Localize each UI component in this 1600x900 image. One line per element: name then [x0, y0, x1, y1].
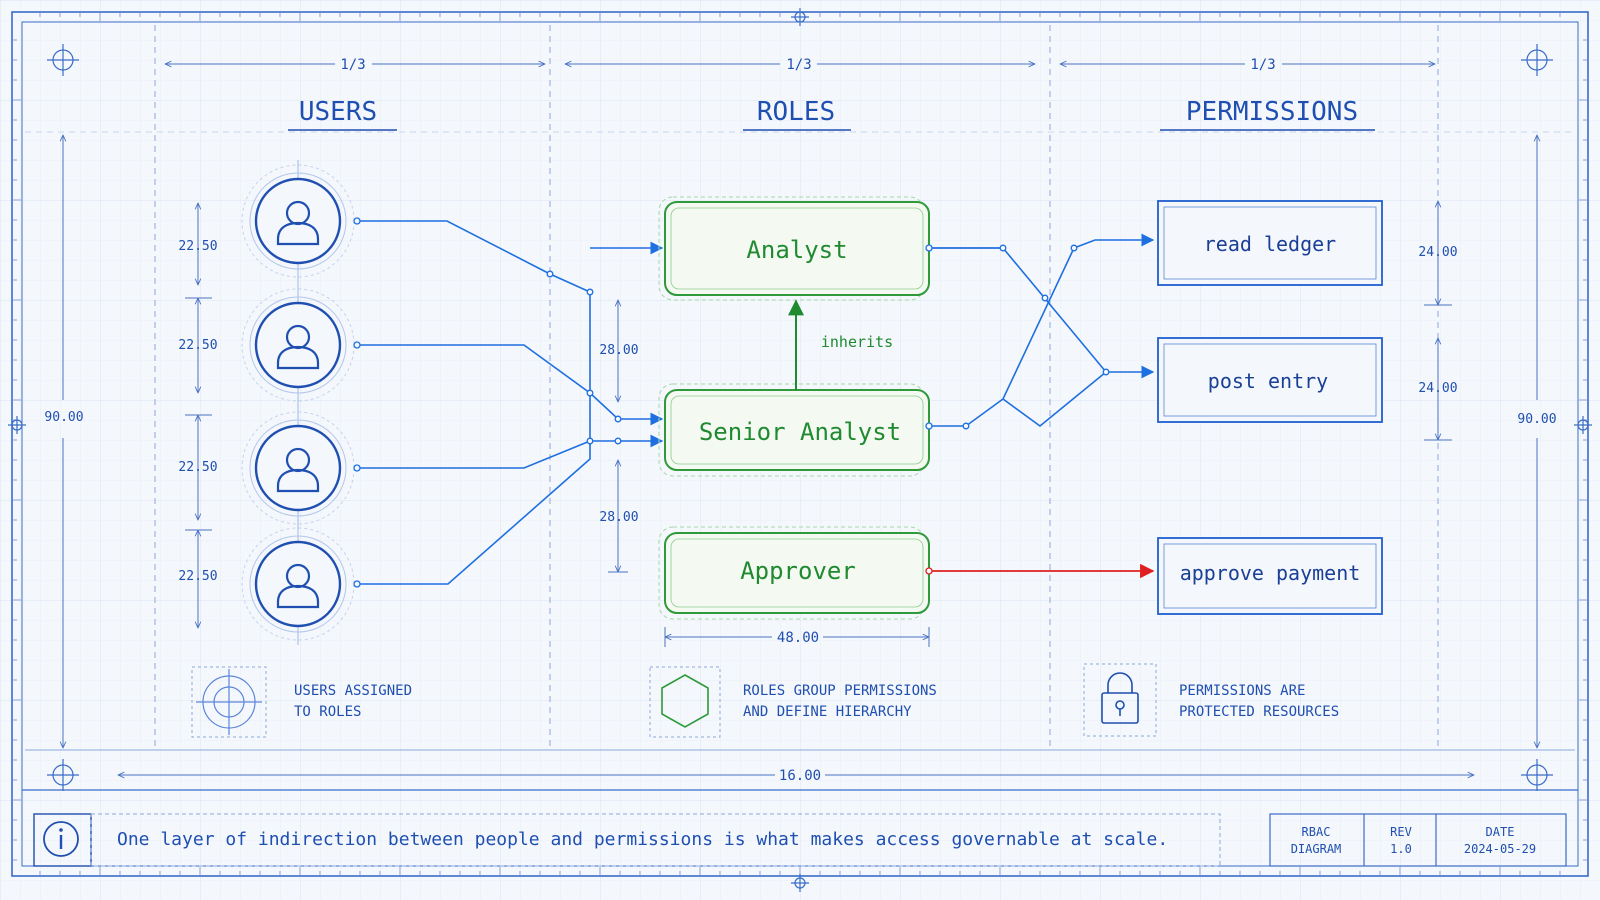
permission-post-entry-label: post entry [1208, 369, 1328, 393]
user-spacing-label-1: 22.50 [178, 239, 217, 254]
user-node-3[interactable] [241, 411, 355, 525]
role-gap-top-label: 28.00 [599, 343, 638, 358]
user-icon [276, 563, 320, 609]
inherits-label: inherits [821, 333, 893, 351]
column-dividers [25, 25, 1575, 751]
footer-message: One layer of indirection between people … [117, 829, 1168, 850]
permission-connector-joints [925, 244, 1110, 430]
role-width-dimension [665, 627, 929, 647]
title-block-title-line1: RBAC [1302, 825, 1331, 839]
role-approver-label: Approver [740, 557, 856, 585]
permissions-note: PERMISSIONS ARE PROTECTED RESOURCES [1083, 663, 1339, 737]
user-node-2[interactable] [241, 288, 355, 402]
user-spacing-label-3: 22.50 [178, 460, 217, 475]
footer-message-panel: One layer of indirection between people … [33, 813, 1221, 867]
user-node-4[interactable] [241, 527, 355, 641]
target-icon [196, 669, 262, 735]
frame-ruler-ticks [12, 12, 1588, 876]
title-block-rev-value: 1.0 [1390, 842, 1412, 856]
info-icon [43, 821, 79, 857]
title-block-date-value: 2024-05-29 [1464, 842, 1536, 856]
roles-width-label: 1/3 [786, 57, 811, 73]
permissions-note-line2: PROTECTED RESOURCES [1179, 704, 1339, 720]
user-icon [276, 447, 320, 493]
users-width-label: 1/3 [340, 57, 365, 73]
users-heading: USERS [299, 97, 377, 127]
permissions-note-line1: PERMISSIONS ARE [1179, 683, 1305, 699]
user-spacing-dimensions [185, 203, 212, 628]
lock-icon [1101, 672, 1139, 724]
connector-joints [353, 217, 622, 588]
role-width-label: 48.00 [777, 630, 819, 646]
role-gap-dimensions [608, 300, 628, 572]
registration-marks [8, 8, 1592, 892]
role-senior-analyst-label: Senior Analyst [699, 418, 901, 446]
permission-approve-payment-label: approve payment [1180, 561, 1361, 585]
roles-note-line1: ROLES GROUP PERMISSIONS [743, 683, 937, 699]
permission-read-ledger-label: read ledger [1204, 232, 1336, 256]
role-gap-bottom-label: 28.00 [599, 510, 638, 525]
user-icon [276, 324, 320, 370]
user-spacing-label-4: 22.50 [178, 569, 217, 584]
users-note: USERS ASSIGNED TO ROLES [191, 666, 412, 738]
hexagon-icon [661, 674, 709, 728]
title-block-rev-label: REV [1390, 825, 1412, 839]
roles-note-line2: AND DEFINE HIERARCHY [743, 704, 912, 720]
title-block [1269, 813, 1567, 867]
left-height-label: 90.00 [44, 410, 83, 425]
permission-height-dimensions [1424, 201, 1452, 440]
user-icon [276, 200, 320, 246]
overall-height-dimensions [63, 135, 1537, 748]
permission-post-entry[interactable]: post entry [1157, 337, 1383, 423]
permissions-heading: PERMISSIONS [1186, 97, 1358, 127]
permission-read-ledger[interactable]: read ledger [1157, 200, 1383, 286]
right-height-label: 90.00 [1517, 412, 1556, 427]
approver-connector-joint [925, 567, 933, 575]
title-block-title-line2: DIAGRAM [1291, 842, 1342, 856]
users-group [241, 164, 355, 641]
permissions-width-label: 1/3 [1250, 57, 1275, 73]
role-analyst-label: Analyst [746, 236, 847, 264]
role-approver[interactable]: Approver [658, 526, 930, 620]
permission-height-bottom-label: 24.00 [1418, 381, 1457, 396]
users-note-line2: TO ROLES [294, 704, 361, 720]
user-spacing-label-2: 22.50 [178, 338, 217, 353]
permission-height-top-label: 24.00 [1418, 245, 1457, 260]
permission-approve-payment[interactable]: approve payment [1157, 537, 1383, 615]
roles-heading: ROLES [757, 97, 835, 127]
users-note-line1: USERS ASSIGNED [294, 683, 412, 699]
role-senior-analyst[interactable]: Senior Analyst [658, 383, 930, 477]
total-width-label: 16.00 [779, 768, 821, 784]
user-node-1[interactable] [241, 164, 355, 278]
roles-note: ROLES GROUP PERMISSIONS AND DEFINE HIERA… [649, 666, 937, 738]
title-block-date-label: DATE [1486, 825, 1515, 839]
role-analyst[interactable]: Analyst [658, 196, 930, 301]
